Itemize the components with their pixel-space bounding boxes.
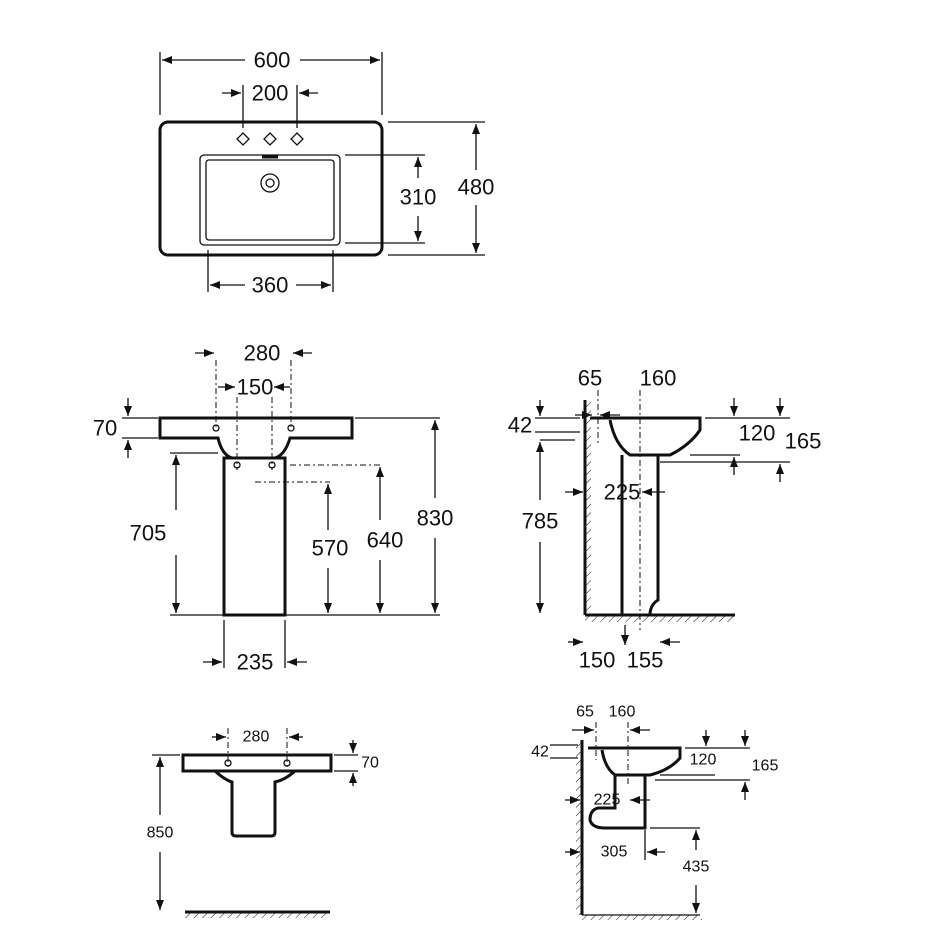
dim-tap-spacing: 200 <box>252 81 289 106</box>
dim-fixing-spacing: 280 <box>244 341 281 366</box>
dim-42: 42 <box>531 744 549 761</box>
dim-160: 160 <box>640 366 677 391</box>
dim-height: 850 <box>147 825 174 842</box>
dim-width: 600 <box>254 48 291 73</box>
pedestal <box>222 456 287 617</box>
dim-155: 155 <box>627 648 664 673</box>
dim-pedestal-height: 705 <box>130 521 167 546</box>
dim-fixing-spacing: 280 <box>243 729 270 746</box>
dim-waste-height: 570 <box>312 536 349 561</box>
dim-42: 42 <box>508 413 532 438</box>
dim-225: 225 <box>594 792 621 809</box>
dim-225: 225 <box>604 480 641 505</box>
basin-bowl <box>199 154 341 246</box>
dim-160: 160 <box>609 704 636 721</box>
side-view-pedestal: 65 160 42 120 165 225 785 150 155 <box>508 366 822 673</box>
top-view: 600 200 310 480 360 <box>158 48 495 298</box>
dim-pedestal-width: 235 <box>237 650 274 675</box>
dim-total-height: 830 <box>417 506 454 531</box>
dim-basin-depth: 310 <box>400 185 437 210</box>
dim-basin-width: 360 <box>252 273 289 298</box>
basin <box>181 753 333 773</box>
tap-hole-icons <box>236 132 304 146</box>
basin-outline <box>158 120 384 257</box>
side-view-semi-pedestal: 65 160 42 120 165 225 305 435 <box>531 704 779 920</box>
front-view-pedestal: 280 150 70 705 570 640 830 235 <box>93 341 454 675</box>
dim-165: 165 <box>785 429 822 454</box>
dim-305: 305 <box>601 844 628 861</box>
dim-65: 65 <box>578 366 602 391</box>
front-view-semi-pedestal: 280 70 850 <box>147 728 379 918</box>
dim-150: 150 <box>579 648 616 673</box>
dim-120: 120 <box>739 421 776 446</box>
dim-65: 65 <box>576 704 594 721</box>
dim-tap-spacing: 150 <box>237 375 274 400</box>
dim-fixing-height: 640 <box>367 528 404 553</box>
dim-thickness: 70 <box>361 755 379 772</box>
dim-height: 785 <box>522 509 559 534</box>
dim-120: 120 <box>690 752 717 769</box>
dim-165: 165 <box>752 758 779 775</box>
dim-435: 435 <box>683 859 710 876</box>
dim-depth: 480 <box>458 175 495 200</box>
drain-icon <box>260 173 280 193</box>
semi-pedestal <box>213 769 297 838</box>
dim-thickness: 70 <box>93 416 117 441</box>
